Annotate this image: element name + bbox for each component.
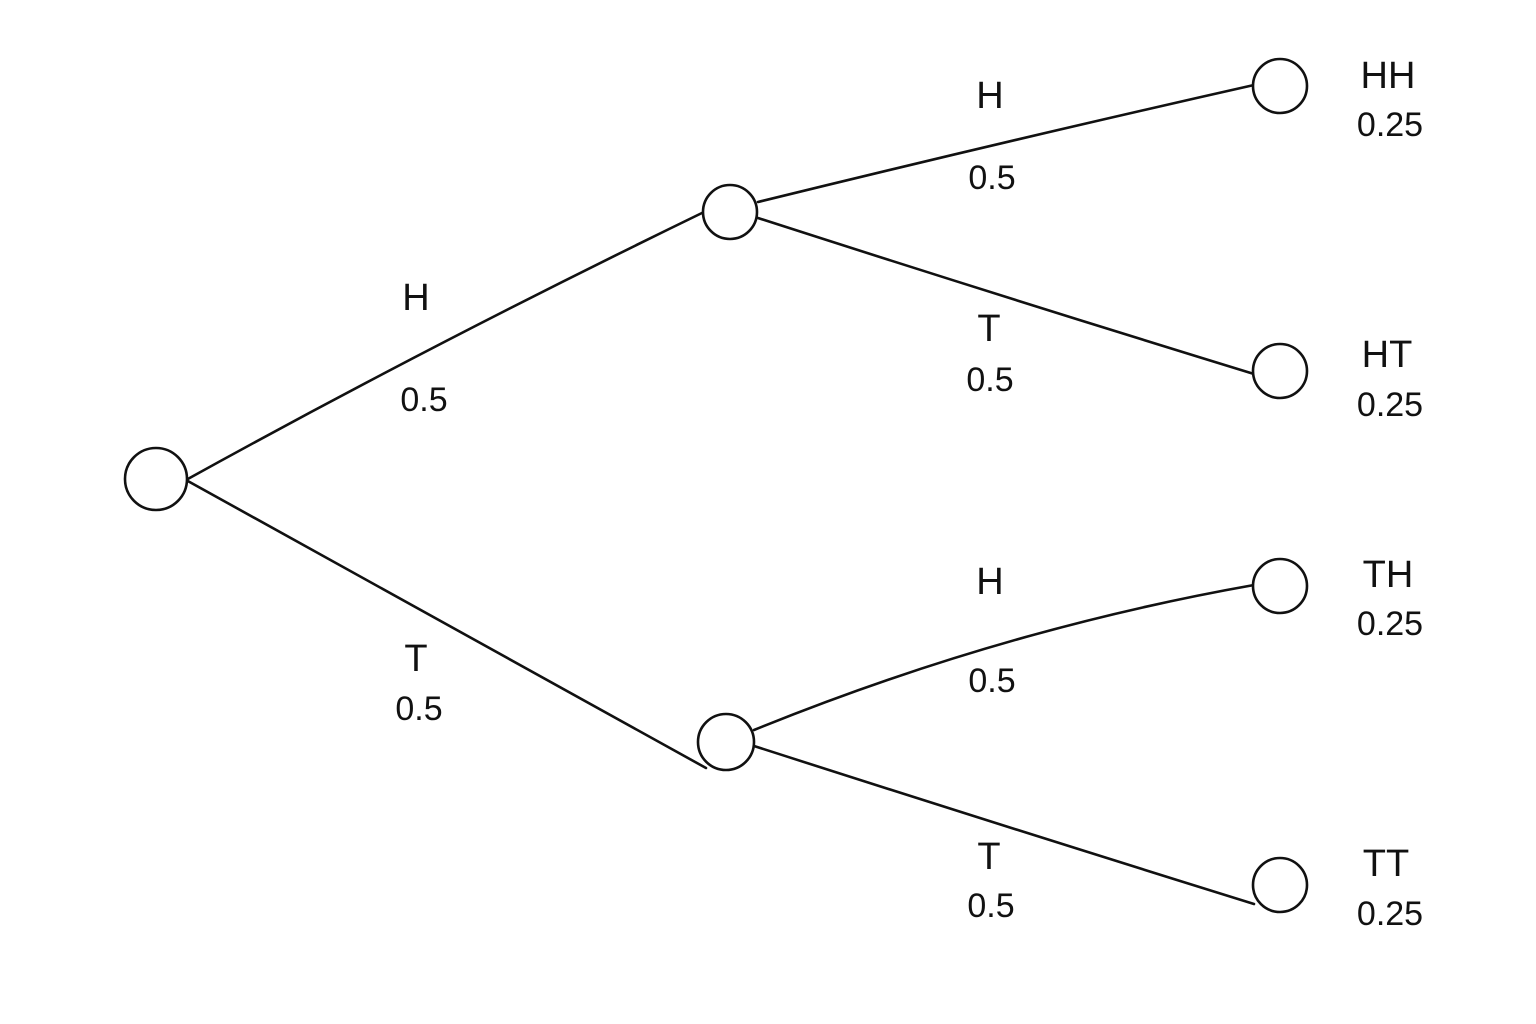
branch-outcome-label: T	[404, 638, 427, 680]
leaf-node-tt	[1251, 856, 1309, 914]
edge-t-to-th	[752, 583, 1256, 732]
level2-labels: H 0.5 T 0.5 H 0.5 T 0.5	[966, 75, 1015, 925]
leaf-sequence-label: TH	[1363, 554, 1414, 596]
branch-probability-label: 0.5	[400, 381, 447, 419]
leaf-labels: HH 0.25 HT 0.25 TH 0.25 TT 0.25	[1357, 55, 1423, 933]
leaf-node-ht	[1251, 342, 1309, 400]
edge-root-to-h	[184, 210, 706, 482]
leaf-sequence-label: TT	[1363, 843, 1409, 885]
root-node	[123, 446, 189, 512]
leaf-sequence-label: HH	[1361, 55, 1416, 97]
edge-root-to-t	[184, 478, 708, 770]
branch-probability-label: 0.5	[968, 662, 1015, 700]
tree-edges	[184, 83, 1256, 906]
branch-probability-label: 0.5	[395, 690, 442, 728]
node-h	[701, 183, 759, 241]
branch-probability-label: 0.5	[968, 159, 1015, 197]
branch-outcome-label: H	[976, 561, 1003, 603]
branch-probability-label: 0.5	[967, 887, 1014, 925]
node-t	[696, 712, 756, 772]
branch-outcome-label: T	[977, 836, 1000, 878]
edge-h-to-hh	[756, 83, 1256, 204]
branch-outcome-label: H	[976, 75, 1003, 117]
edge-h-to-ht	[756, 216, 1256, 376]
leaf-probability-label: 0.25	[1357, 106, 1423, 144]
branch-outcome-label: H	[402, 277, 429, 319]
leaf-probability-label: 0.25	[1357, 895, 1423, 933]
edge-t-to-tt	[752, 744, 1256, 906]
branch-outcome-label: T	[977, 308, 1000, 350]
leaf-node-hh	[1251, 57, 1309, 115]
leaf-node-th	[1251, 557, 1309, 615]
leaf-sequence-label: HT	[1362, 334, 1413, 376]
level1-labels: H 0.5 T 0.5	[395, 277, 447, 728]
branch-probability-label: 0.5	[966, 361, 1013, 399]
leaf-probability-label: 0.25	[1357, 605, 1423, 643]
tree-nodes	[123, 57, 1309, 914]
leaf-probability-label: 0.25	[1357, 386, 1423, 424]
